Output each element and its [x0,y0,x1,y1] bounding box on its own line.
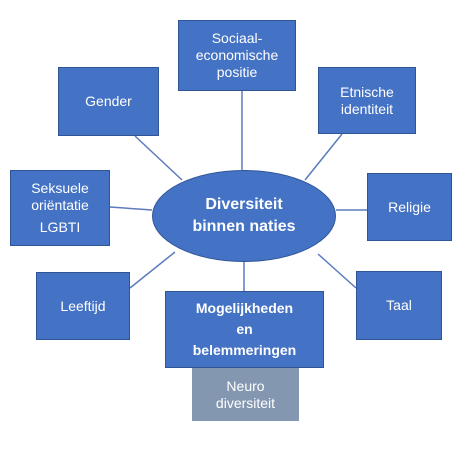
node-neuro-line2: diversiteit [215,394,276,411]
node-gender-line1: Gender [85,93,132,109]
node-gender: Gender [58,67,159,136]
node-opportunities: Mogelijkheden en belemmeringen [165,291,324,368]
node-ethnic-line1: Etnische [340,83,394,100]
node-language: Taal [356,271,442,340]
connector-age [129,251,176,289]
node-socioeconomic-line2: economische [195,47,279,63]
connector-sexual [109,206,153,211]
node-socioeconomic-line1: Sociaal- [211,30,263,46]
node-opportunities-line2: en [236,321,253,337]
node-opportunities-line3: belemmeringen [192,342,297,358]
center-node-line2: binnen naties [192,218,296,235]
node-age-line1: Leeftijd [60,297,106,314]
node-sexual-line1: Seksuele [31,180,89,196]
connector-gender [134,135,183,181]
connector-ethnic [304,133,343,181]
center-node-line1: Diversiteit [205,196,283,213]
node-ethnic-line2: identiteit [340,100,394,117]
connector-language [317,253,357,289]
node-neuro-line1: Neuro [226,377,265,394]
node-religion: Religie [367,173,452,241]
node-sexual-line3: LGBTI [39,219,81,235]
node-age: Leeftijd [36,272,130,340]
node-socioeconomic: Sociaal- economische positie [178,20,296,91]
center-node: Diversiteit binnen naties [152,170,336,262]
node-neuro: Neuro diversiteit [192,368,299,421]
node-opportunities-line1: Mogelijkheden [195,300,294,316]
node-language-line1: Taal [386,297,412,313]
node-sexual: Seksuele oriëntatie LGBTI [10,170,110,246]
node-religion-line1: Religie [388,198,431,215]
node-ethnic: Etnische identiteit [318,67,416,134]
node-socioeconomic-line3: positie [216,64,258,80]
node-sexual-line2: oriëntatie [31,197,89,213]
